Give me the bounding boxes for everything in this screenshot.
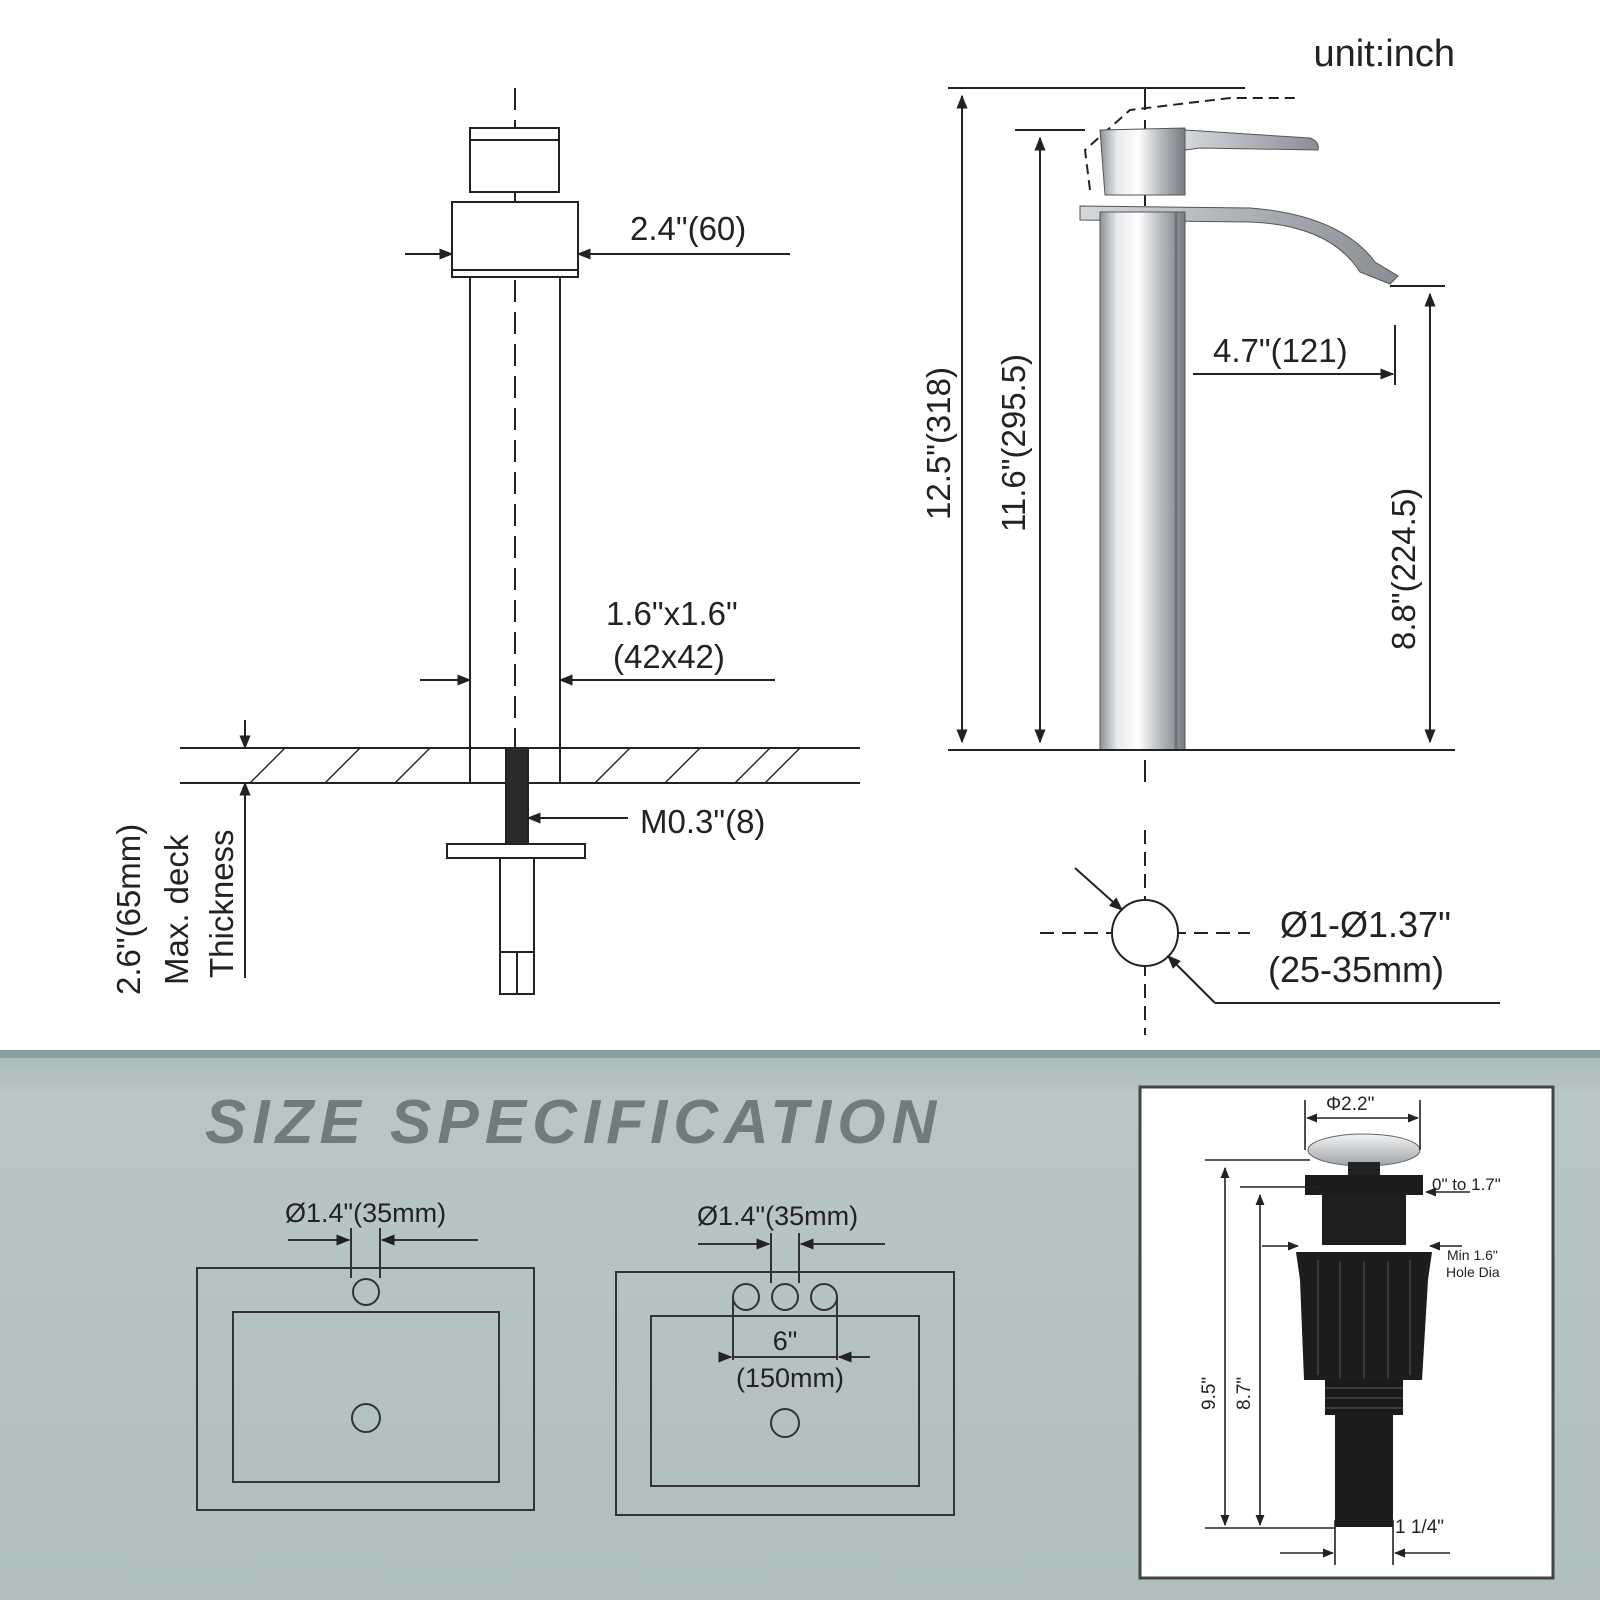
front-view <box>948 87 1455 790</box>
svg-text:2.6"(65mm): 2.6"(65mm) <box>110 824 147 995</box>
pop-up-drain <box>1296 1133 1432 1527</box>
side-view <box>180 88 860 995</box>
drain-stroke: 0" to 1.7" <box>1432 1175 1501 1194</box>
drain-body-len: 8.7" <box>1234 1377 1255 1410</box>
body-height-dim: 11.6"(295.5) <box>995 354 1032 532</box>
svg-text:Thickness: Thickness <box>203 829 240 978</box>
drain-panel: Φ2.2" 0" to 1.7" Min 1.6" Hole Dia 1 1/4… <box>1138 1085 1555 1580</box>
drain-thread-dia: 1 1/4" <box>1395 1517 1444 1538</box>
sink-triple-hole-dia: Ø1.4"(35mm) <box>697 1201 858 1231</box>
spout-reach-dim: 4.7"(121) <box>1213 332 1348 369</box>
thread-dim: M0.3"(8) <box>640 803 765 840</box>
sink-single-hole-dia: Ø1.4"(35mm) <box>285 1198 446 1228</box>
base-width-dim: 2.4"(60) <box>630 210 746 247</box>
drain-total-len: 9.5" <box>1199 1377 1220 1410</box>
sink-triple-hole <box>615 1233 955 1516</box>
deck-thickness-label: 2.6"(65mm) Max. deck Thickness <box>110 824 240 995</box>
front-view-heights: 12.5"(318) 11.6"(295.5) 8.8"(224.5) <box>920 354 1422 650</box>
hole-dia-dim: Ø1-Ø1.37" <box>1280 904 1451 945</box>
total-height-dim: 12.5"(318) <box>920 367 957 520</box>
sink-triple-spacing: 6" <box>773 1326 798 1356</box>
sink-triple-spacing-mm: (150mm) <box>736 1363 844 1393</box>
section-title: SIZE SPECIFICATION <box>205 1088 942 1157</box>
hole-dia-mm: (25-35mm) <box>1268 949 1444 990</box>
body-size-dim: 1.6"x1.6" <box>606 595 738 632</box>
unit-label: unit:inch <box>1313 33 1455 75</box>
spout-height-dim: 8.8"(224.5) <box>1385 488 1422 650</box>
sink-single-hole <box>196 1228 535 1511</box>
panel-top-band <box>0 1050 1600 1058</box>
drain-min-hole-dia: Hole Dia <box>1446 1264 1500 1280</box>
hole-detail <box>1040 830 1500 1035</box>
body-size-mm: (42x42) <box>613 638 725 675</box>
svg-text:Max. deck: Max. deck <box>158 834 195 985</box>
drain-cap-dia: Φ2.2" <box>1326 1094 1374 1115</box>
drain-min-hole: Min 1.6" <box>1447 1247 1498 1263</box>
